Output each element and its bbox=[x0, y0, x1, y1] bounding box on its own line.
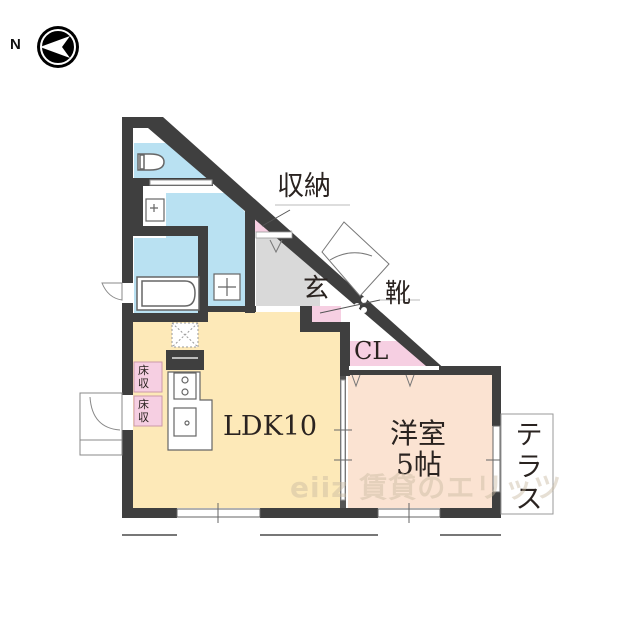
western-room-label: 洋室 bbox=[390, 417, 447, 450]
stove-icon bbox=[173, 372, 197, 400]
storage-door-mark bbox=[269, 239, 283, 254]
closet-door-marks bbox=[351, 374, 415, 388]
storage-shelf bbox=[255, 231, 293, 239]
storage-label: 収納 bbox=[277, 171, 331, 202]
entrance-floor bbox=[256, 230, 320, 306]
north-arrow-icon bbox=[37, 26, 79, 68]
ldk-window-icon bbox=[79, 392, 123, 456]
washing-machine-icon bbox=[213, 273, 241, 301]
floor-storage-2 bbox=[133, 395, 163, 427]
terrace-label: テラス bbox=[515, 420, 543, 515]
shoe-box-pink bbox=[311, 306, 341, 322]
wall-left bbox=[122, 117, 133, 517]
north-label: N bbox=[10, 36, 21, 53]
room-fills bbox=[131, 143, 493, 508]
floor-storage-label-2: 床収 bbox=[138, 398, 149, 424]
windows bbox=[176, 379, 506, 523]
washbasin-icon bbox=[145, 198, 165, 222]
leader-lines bbox=[261, 204, 420, 314]
walls bbox=[122, 117, 501, 518]
bath-window-icon bbox=[101, 282, 123, 301]
floor-storage-1 bbox=[133, 361, 163, 393]
wall-diagonal bbox=[122, 117, 448, 372]
closet-door bbox=[349, 366, 439, 370]
western-room-floor bbox=[348, 375, 493, 508]
shoe-box-label: 靴 bbox=[385, 279, 412, 309]
refrigerator-space-icon bbox=[171, 322, 199, 348]
closet-label: CL bbox=[354, 337, 389, 365]
floor-storage-label-1: 床収 bbox=[138, 364, 149, 390]
ldk-label: LDK10 bbox=[223, 411, 318, 442]
closet-pink bbox=[349, 341, 432, 366]
toilet-icon bbox=[137, 153, 165, 171]
watermark: eiiz 賃貸のエリッツ bbox=[290, 471, 563, 504]
terrace-area bbox=[500, 413, 554, 515]
western-room-size: 5帖 bbox=[396, 448, 442, 481]
entrance-door-icon bbox=[321, 221, 390, 297]
bathtub-icon bbox=[136, 276, 200, 311]
entrance-label: 玄 bbox=[303, 274, 330, 304]
toilet-shelf bbox=[149, 179, 213, 186]
kitchen-counter bbox=[167, 371, 213, 451]
